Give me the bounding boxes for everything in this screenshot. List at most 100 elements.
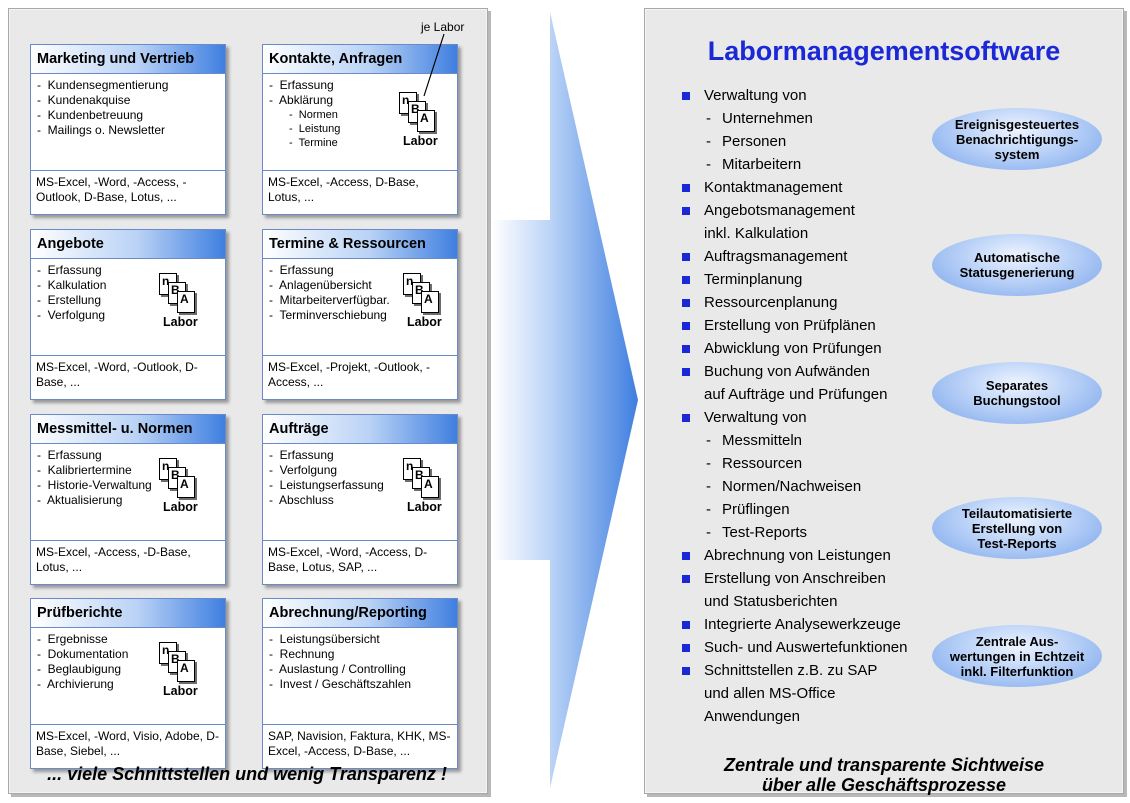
card-title: Termine & Ressourcen	[263, 230, 457, 259]
labor-label: Labor	[163, 684, 198, 698]
card-item-list: ErfassungKalkulationErstellungVerfolgung…	[31, 259, 225, 355]
feature-text: Anwendungen	[704, 708, 800, 725]
card-item: Dokumentation	[37, 647, 221, 662]
process-card: Kontakte, AnfragenErfassungAbklärungNorm…	[262, 44, 458, 215]
card-tools: MS-Excel, -Word, Visio, Adobe, D-Base, S…	[31, 724, 225, 768]
feature-subitem: Messmitteln	[680, 429, 950, 452]
feature-item: Terminplanung	[680, 268, 950, 291]
feature-highlight-oval: Automatische Statusgenerierung	[932, 234, 1102, 296]
bullet-square-icon	[682, 322, 690, 330]
feature-text: Abrechnung von Leistungen	[704, 547, 891, 564]
feature-text: und Statusberichten	[704, 593, 838, 610]
feature-item: Erstellung von Anschreiben und Statusberi…	[680, 567, 950, 613]
feature-item: Erstellung von Prüfplänen	[680, 314, 950, 337]
process-card: AufträgeErfassungVerfolgungLeistungserfa…	[262, 414, 458, 585]
feature-text: Such- und Auswertefunktionen	[704, 639, 908, 656]
card-item-list: ErfassungAnlagenübersichtMitarbeiterverf…	[263, 259, 457, 355]
feature-list: Verwaltung vonUnternehmenPersonenMitarbe…	[680, 84, 950, 728]
process-card: Termine & RessourcenErfassungAnlagenüber…	[262, 229, 458, 400]
card-title: Prüfberichte	[31, 599, 225, 628]
bullet-square-icon	[682, 276, 690, 284]
labor-label: Labor	[407, 500, 442, 514]
card-tools: MS-Excel, -Word, -Outlook, D-Base, ...	[31, 355, 225, 399]
card-subitem: Normen	[269, 108, 453, 122]
card-item: Mitarbeiterverfügbar.	[269, 293, 453, 308]
document-sheet: A	[421, 291, 439, 313]
feature-item: Abwicklung von Prüfungen	[680, 337, 950, 360]
card-item: Archivierung	[37, 677, 221, 692]
card-item: Erfassung	[37, 263, 221, 278]
card-title: Kontakte, Anfragen	[263, 45, 457, 74]
card-item: Kalibriertermine	[37, 463, 221, 478]
feature-text: auf Aufträge und Prüfungen	[704, 386, 888, 403]
card-item: Verfolgung	[37, 308, 221, 323]
feature-item: Abrechnung von Leistungen	[680, 544, 950, 567]
card-tools: MS-Excel, -Word, -Access, -Outlook, D-Ba…	[31, 170, 225, 214]
card-tools: MS-Excel, -Word, -Access, D-Base, Lotus,…	[263, 540, 457, 584]
feature-text: Verwaltung von	[704, 87, 807, 104]
feature-text: Erstellung von Prüfplänen	[704, 317, 876, 334]
feature-item: Kontaktmanagement	[680, 176, 950, 199]
card-item: Invest / Geschäftszahlen	[269, 677, 453, 692]
card-title: Marketing und Vertrieb	[31, 45, 225, 74]
feature-text: Abwicklung von Prüfungen	[704, 340, 882, 357]
card-item: Leistungsübersicht	[269, 632, 453, 647]
feature-item: Ressourcenplanung	[680, 291, 950, 314]
card-item: Kundenbetreuung	[37, 108, 221, 123]
feature-item: Auftragsmanagement	[680, 245, 950, 268]
bullet-square-icon	[682, 414, 690, 422]
bullet-square-icon	[682, 207, 690, 215]
card-item-list: LeistungsübersichtRechnungAuslastung / C…	[263, 628, 457, 724]
software-title: Labormanagementsoftware	[707, 36, 1061, 66]
card-title: Angebote	[31, 230, 225, 259]
document-sheet: A	[421, 476, 439, 498]
card-item: Kundenakquise	[37, 93, 221, 108]
card-item: Auslastung / Controlling	[269, 662, 453, 677]
feature-item: Such- und Auswertefunktionen	[680, 636, 950, 659]
card-tools: MS-Excel, -Access, D-Base, Lotus, ...	[263, 170, 457, 214]
feature-text: Kontaktmanagement	[704, 179, 843, 196]
bullet-square-icon	[682, 184, 690, 192]
card-subitem: Termine	[269, 136, 453, 150]
card-title: Abrechnung/Reporting	[263, 599, 457, 628]
feature-highlight-oval: Separates Buchungstool	[932, 362, 1102, 424]
feature-text: Verwaltung von	[704, 409, 807, 426]
card-item-list: ErfassungVerfolgungLeistungserfassungAbs…	[263, 444, 457, 540]
left-footer: ... viele Schnittstellen und wenig Trans…	[47, 764, 447, 784]
card-title: Aufträge	[263, 415, 457, 444]
feature-highlight-oval: Ereignisgesteuertes Benachrichtigungs- s…	[932, 108, 1102, 170]
card-title: Messmittel- u. Normen	[31, 415, 225, 444]
card-item: Erfassung	[37, 448, 221, 463]
right-footer: Zentrale und transparente Sichtweise übe…	[723, 755, 1045, 795]
card-item: Anlagenübersicht	[269, 278, 453, 293]
feature-text: Auftragsmanagement	[704, 248, 848, 265]
feature-text: Integrierte Analysewerkzeuge	[704, 616, 901, 633]
feature-subitem: Normen/Nachweisen	[680, 475, 950, 498]
card-item: Aktualisierung	[37, 493, 221, 508]
bullet-square-icon	[682, 552, 690, 560]
card-item: Verfolgung	[269, 463, 453, 478]
card-item: Erfassung	[269, 263, 453, 278]
feature-highlight-oval: Teilautomatisierte Erstellung von Test-R…	[932, 497, 1102, 559]
feature-item: Verwaltung von	[680, 84, 950, 107]
card-item: Mailings o. Newsletter	[37, 123, 221, 138]
card-item: Erfassung	[269, 448, 453, 463]
process-card: Marketing und VertriebKundensegmentierun…	[30, 44, 226, 215]
bullet-square-icon	[682, 368, 690, 376]
card-item-list: KundensegmentierungKundenakquiseKundenbe…	[31, 74, 225, 170]
feature-text: Erstellung von Anschreiben	[704, 570, 886, 587]
feature-highlight-oval: Zentrale Aus- wertungen in Echtzeit inkl…	[932, 625, 1102, 687]
labor-label: Labor	[163, 315, 198, 329]
card-item-list: ErfassungKalibriertermineHistorie-Verwal…	[31, 444, 225, 540]
feature-subitem: Test-Reports	[680, 521, 950, 544]
labor-label: Labor	[407, 315, 442, 329]
feature-item: Verwaltung von	[680, 406, 950, 429]
